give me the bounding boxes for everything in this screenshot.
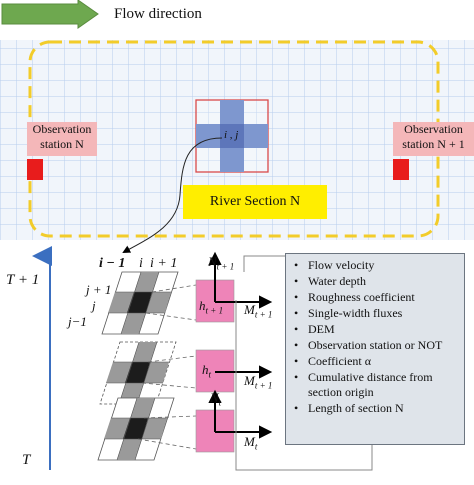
label-h-middle: ht: [202, 362, 212, 380]
info-item: Observation station or NOT: [294, 338, 458, 353]
index-i-plus-1: i + 1: [150, 256, 178, 271]
cell-connector-curve: [122, 137, 223, 253]
info-item: Cumulative distance from section origin: [294, 370, 458, 400]
vector-axes-top: [208, 251, 273, 309]
observation-station-right: Observation station N + 1: [393, 122, 474, 156]
info-connector-top: [243, 255, 285, 272]
cell-links: [137, 284, 197, 450]
info-item: Flow velocity: [294, 258, 458, 273]
label-n-bottom: Nt: [210, 390, 222, 408]
cell-layer-top: [101, 271, 179, 335]
station-marker-left: [27, 159, 43, 180]
cell-layer-bottom: [97, 397, 175, 461]
cell-label: i , j: [224, 129, 239, 141]
info-panel: Flow velocity Water depth Roughness coef…: [285, 253, 465, 445]
station-right-line1: Observation: [404, 122, 463, 136]
info-item: Roughness coefficient: [294, 290, 458, 305]
label-m-middle: Mt + 1: [244, 373, 273, 391]
index-j: j: [92, 298, 96, 313]
time-label-bottom: T: [22, 452, 31, 468]
info-item: DEM: [294, 322, 458, 337]
index-j-minus-1: j−1: [68, 314, 87, 329]
info-connector: [235, 300, 373, 471]
index-i-minus-1: i − 1: [99, 256, 126, 271]
label-n-top: Nt + 1: [208, 254, 235, 272]
info-item: Single-width fluxes: [294, 306, 458, 321]
station-marker-right: [393, 159, 409, 180]
time-label-top: T + 1: [6, 272, 40, 288]
info-item: Length of section N: [294, 401, 458, 416]
label-m-top: Mt + 1: [244, 302, 273, 320]
label-h-top: ht + 1: [199, 298, 224, 316]
center-cell-cross: [195, 99, 269, 173]
vector-axes-bottom: [208, 389, 273, 439]
info-item: Coefficient α: [294, 354, 458, 369]
vector-axes-middle: [215, 365, 273, 379]
flow-arrow: [1, 0, 99, 29]
observation-station-left: Observation station N: [27, 122, 97, 156]
cell-layer-middle: [99, 341, 177, 405]
index-i: i: [139, 256, 143, 271]
flow-direction-label: Flow direction: [114, 6, 202, 22]
station-right-line2: station N + 1: [402, 137, 465, 151]
station-left-line1: Observation: [32, 122, 92, 136]
info-item: Water depth: [294, 274, 458, 289]
index-j-plus-1: j + 1: [86, 282, 112, 297]
river-section-label: River Section N: [183, 185, 327, 219]
station-left-line2: station N: [40, 137, 84, 151]
label-m-bottom: Mt: [244, 434, 258, 452]
